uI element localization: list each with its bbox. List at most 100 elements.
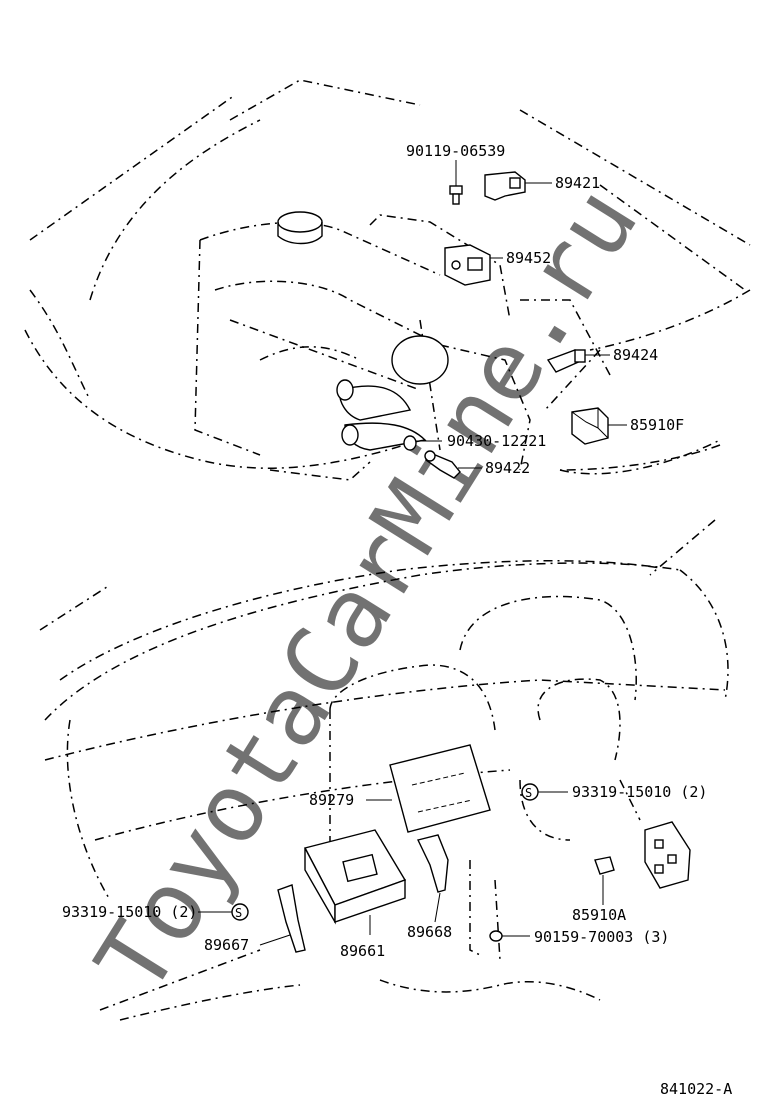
floor-tunnel xyxy=(379,979,601,1001)
sensor-89452-port xyxy=(467,257,483,271)
junction-socket-1 xyxy=(654,839,664,849)
label-90119-06539: 90119-06539 xyxy=(406,142,505,160)
engine-right-top xyxy=(369,214,511,321)
junction-socket-2 xyxy=(667,854,677,864)
oil-cap xyxy=(277,211,323,233)
intake-pipe-upper xyxy=(338,385,412,421)
bracket-89668 xyxy=(416,834,449,893)
bolt-shank xyxy=(452,193,460,205)
ecu-89661-label-area xyxy=(342,853,378,883)
hood-right-line xyxy=(519,109,751,246)
sensor-89452-hole xyxy=(451,260,461,270)
label-89424: 89424 xyxy=(613,346,658,364)
engine-top-mid xyxy=(214,280,431,341)
console-right-edge-2 xyxy=(494,879,501,961)
engine-top-front xyxy=(199,221,441,276)
label-90159-70003: 90159-70003 (3) xyxy=(534,928,669,946)
relay-85910A-body xyxy=(594,856,615,875)
label-89279: 89279 xyxy=(309,791,354,809)
relay-leader-path xyxy=(544,349,601,411)
floor-line-1 xyxy=(99,949,261,1011)
pipe-end-upper xyxy=(336,379,354,401)
label-89452: 89452 xyxy=(506,249,551,267)
bolt-head xyxy=(449,185,463,195)
panel-89279-slot-1 xyxy=(411,772,466,786)
dashboard-labels: 89279 93319-15010 (2) 93319-15010 (2) 89… xyxy=(62,783,707,960)
dashboard-parts xyxy=(231,744,691,953)
dash-lower-line xyxy=(94,769,511,841)
lower-edge-line xyxy=(269,461,371,481)
sensor-89421 xyxy=(484,171,526,201)
label-90430-12221: 90430-12221 xyxy=(447,432,546,450)
bracket-leader-path xyxy=(520,299,611,376)
drawing-id: 841022-A xyxy=(660,1080,732,1098)
engine-bay-illustration xyxy=(24,79,751,481)
console-right-edge xyxy=(469,860,481,956)
hood-rear-line xyxy=(229,79,421,121)
engine-cover-line xyxy=(229,319,421,391)
sensor-89424 xyxy=(546,349,586,373)
label-89667: 89667 xyxy=(204,936,249,954)
sensor-89424-tip xyxy=(574,349,586,363)
sensor-89421-connector xyxy=(509,177,521,189)
dash-top-line xyxy=(59,559,661,681)
oil-cap-side xyxy=(277,222,323,245)
relay-85910F-edge xyxy=(571,408,609,439)
ecu-89661-front xyxy=(334,879,406,923)
steering-column-cover xyxy=(459,595,637,701)
engine-bay-parts xyxy=(403,171,609,479)
dash-front-line xyxy=(44,679,726,761)
steering-wheel-hub xyxy=(537,678,621,761)
panel-89279 xyxy=(389,744,491,833)
leader-89667 xyxy=(259,934,291,946)
throttle-body xyxy=(391,335,449,385)
dashboard-leader-lines xyxy=(198,791,604,946)
label-93319-15010-right: 93319-15010 (2) xyxy=(572,783,707,801)
junction-socket-3 xyxy=(654,864,664,874)
junction-block xyxy=(644,821,691,889)
pedal-area-line xyxy=(619,779,641,821)
label-89422: 89422 xyxy=(485,459,530,477)
relay-85910A xyxy=(594,856,615,875)
a-pillar-right xyxy=(649,519,716,576)
pipe-end-lower xyxy=(341,424,359,446)
bolt-90119 xyxy=(449,185,463,205)
label-89668: 89668 xyxy=(407,923,452,941)
a-pillar-left xyxy=(39,584,111,631)
windshield-base-line xyxy=(44,562,681,721)
label-89421: 89421 xyxy=(555,174,600,192)
engine-left-side xyxy=(194,239,261,456)
label-89661: 89661 xyxy=(340,942,385,960)
engine-bay-leader-lines xyxy=(416,160,627,469)
s-symbol-left: S xyxy=(235,906,242,920)
label-85910F: 85910F xyxy=(630,416,684,434)
screw-90159 xyxy=(489,930,503,942)
bumper-line xyxy=(24,329,421,469)
left-fender-curve xyxy=(29,289,91,401)
bracket-89667 xyxy=(277,884,306,953)
hood-right-inner xyxy=(599,184,746,291)
sensor-89452 xyxy=(444,244,491,286)
fender-line xyxy=(89,119,261,301)
panel-89279-slot-2 xyxy=(417,799,473,813)
gasket-90430 xyxy=(403,435,417,451)
ecu-89661 xyxy=(303,829,407,925)
relay-85910F xyxy=(571,407,609,445)
engine-right-lower xyxy=(439,344,531,471)
right-lower-line-2 xyxy=(559,439,721,475)
dashboard-illustration xyxy=(39,519,729,1021)
label-85910A: 85910A xyxy=(572,906,626,924)
center-console-top xyxy=(329,664,496,731)
engine-bay-labels: 90119-06539 89421 89452 89424 85910F 904… xyxy=(406,142,684,477)
panel-89279-frame xyxy=(389,744,491,833)
floor-line-2 xyxy=(119,984,301,1021)
sensor-89422 xyxy=(424,450,461,479)
strut-line xyxy=(589,289,751,351)
leader-89668 xyxy=(434,892,441,923)
relay-85910F-body xyxy=(571,407,609,445)
label-93319-15010-left: 93319-15010 (2) xyxy=(62,903,197,921)
s-symbol-right: S xyxy=(525,786,532,800)
instrument-lower xyxy=(519,779,571,841)
